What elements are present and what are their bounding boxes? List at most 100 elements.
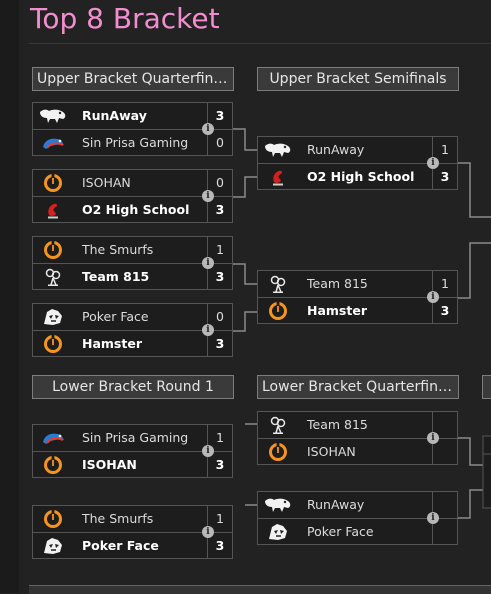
- o2-logo-icon: [264, 167, 292, 187]
- header-upper-quarterfinals[interactable]: Upper Bracket Quarterfinals: [32, 67, 234, 91]
- team-score: 3: [440, 303, 450, 318]
- header-lower-quarterfinals[interactable]: Lower Bracket Quarterfinals: [257, 375, 459, 399]
- team-slot[interactable]: RunAway 3: [33, 103, 232, 129]
- team-slot[interactable]: RunAway 1: [258, 137, 457, 163]
- team-name[interactable]: O2 High School: [307, 169, 415, 184]
- sin-prisa-logo-icon: [39, 133, 67, 153]
- overwatch-logo-icon: [39, 173, 67, 193]
- slot-divider: [33, 129, 232, 130]
- team-slot[interactable]: ISOHAN 0: [33, 170, 232, 196]
- match-info-icon[interactable]: i: [202, 526, 214, 538]
- team-name[interactable]: The Smurfs: [82, 242, 154, 257]
- team-name[interactable]: ISOHAN: [82, 175, 131, 190]
- slot-divider: [33, 263, 232, 264]
- match-info-icon[interactable]: i: [427, 512, 439, 524]
- team-slot[interactable]: Poker Face: [258, 519, 457, 545]
- team-name[interactable]: RunAway: [307, 142, 365, 157]
- team-name[interactable]: Team 815: [82, 269, 150, 284]
- team-name[interactable]: The Smurfs: [82, 511, 154, 526]
- team-name[interactable]: RunAway: [307, 497, 365, 512]
- team-score: 0: [216, 175, 224, 190]
- team-name[interactable]: O2 High School: [82, 202, 190, 217]
- team815-logo-icon: [39, 267, 67, 287]
- team815-logo-icon: [264, 274, 292, 294]
- team-score: 3: [215, 538, 225, 553]
- team-name[interactable]: Sin Prisa Gaming: [82, 430, 189, 445]
- team-slot[interactable]: Sin Prisa Gaming 1: [33, 425, 232, 451]
- team-name[interactable]: Team 815: [307, 276, 368, 291]
- slot-divider: [258, 438, 457, 439]
- team-slot[interactable]: RunAway: [258, 492, 457, 518]
- pokerface-logo-icon: [264, 522, 292, 542]
- team-score: 3: [215, 108, 225, 123]
- overwatch-logo-icon: [264, 301, 292, 321]
- team-score: 1: [216, 511, 224, 526]
- team-slot[interactable]: Team 815 1: [258, 271, 457, 297]
- team-score: 1: [216, 430, 224, 445]
- team-slot[interactable]: O2 High School 3: [258, 164, 457, 190]
- overwatch-logo-icon: [39, 240, 67, 260]
- team-slot[interactable]: The Smurfs 1: [33, 506, 232, 532]
- slot-divider: [258, 163, 457, 164]
- match-info-icon[interactable]: i: [202, 445, 214, 457]
- overwatch-logo-icon: [39, 334, 67, 354]
- team-name[interactable]: Hamster: [82, 336, 142, 351]
- match-info-icon[interactable]: i: [427, 291, 439, 303]
- team-name[interactable]: Sin Prisa Gaming: [82, 135, 189, 150]
- team-name[interactable]: Team 815: [307, 417, 368, 432]
- pokerface-logo-icon: [39, 307, 67, 327]
- runaway-logo-icon: [39, 106, 67, 126]
- overwatch-logo-icon: [264, 442, 292, 462]
- slot-divider: [33, 330, 232, 331]
- footer-panel: [29, 585, 491, 594]
- overwatch-logo-icon: [39, 455, 67, 475]
- team-score: 1: [441, 276, 449, 291]
- team-slot[interactable]: ISOHAN 3: [33, 452, 232, 478]
- team-name[interactable]: ISOHAN: [82, 457, 137, 472]
- team-score: 3: [440, 169, 450, 184]
- team-name[interactable]: RunAway: [82, 108, 147, 123]
- team-name[interactable]: ISOHAN: [307, 444, 356, 459]
- match-info-icon[interactable]: i: [427, 157, 439, 169]
- team-name[interactable]: Poker Face: [307, 524, 374, 539]
- team-slot[interactable]: Poker Face 3: [33, 533, 232, 559]
- match-info-icon[interactable]: i: [202, 123, 214, 135]
- team-name[interactable]: Poker Face: [82, 309, 149, 324]
- team-score: 3: [215, 457, 225, 472]
- match-info-icon[interactable]: i: [202, 324, 214, 336]
- header-upper-semifinals[interactable]: Upper Bracket Semifinals: [257, 67, 459, 91]
- team-slot[interactable]: Team 815 3: [33, 264, 232, 290]
- team-slot[interactable]: Hamster 3: [258, 298, 457, 324]
- title-divider: [29, 43, 491, 44]
- header-next-round-partial[interactable]: [482, 375, 491, 399]
- team-slot[interactable]: ISOHAN: [258, 439, 457, 465]
- slot-divider: [33, 196, 232, 197]
- team-score: 1: [441, 142, 449, 157]
- header-lower-round-1[interactable]: Lower Bracket Round 1: [32, 375, 234, 399]
- team-name[interactable]: Hamster: [307, 303, 367, 318]
- team-score: 0: [216, 135, 224, 150]
- overwatch-logo-icon: [39, 509, 67, 529]
- match-info-icon[interactable]: i: [202, 190, 214, 202]
- match-info-icon[interactable]: i: [202, 257, 214, 269]
- team-slot[interactable]: Team 815: [258, 412, 457, 438]
- team-slot[interactable]: Sin Prisa Gaming 0: [33, 130, 232, 156]
- page-title: Top 8 Bracket: [30, 2, 220, 35]
- team-score: 3: [215, 269, 225, 284]
- team-name[interactable]: Poker Face: [82, 538, 159, 553]
- match-info-icon[interactable]: i: [427, 432, 439, 444]
